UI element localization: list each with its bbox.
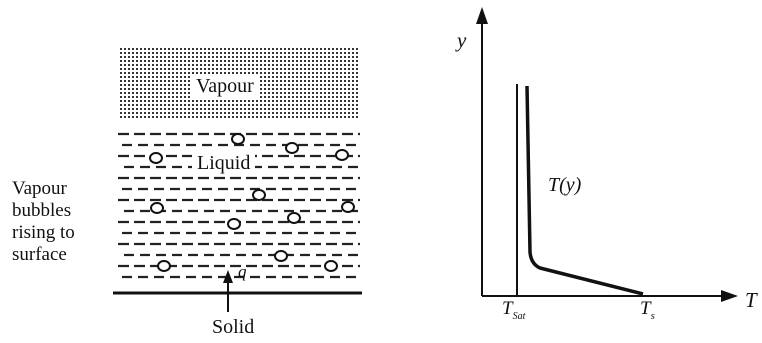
bubble (285, 142, 299, 154)
bubble (341, 201, 355, 213)
x-axis-label: T (745, 288, 757, 312)
bubble (231, 133, 245, 145)
liquid-label: Liquid (192, 152, 256, 175)
tsat-label: TSat (502, 298, 525, 322)
bubble (324, 260, 338, 272)
graph-axes (476, 7, 738, 302)
bubble (335, 149, 349, 161)
y-axis-label: y (457, 28, 467, 52)
bubble (287, 212, 301, 224)
bubbles-rising-label: Vapour bubbles rising to surface (12, 178, 75, 265)
bubble (149, 152, 163, 164)
tsat-subscript: Sat (512, 310, 526, 322)
ts-label: Ts (640, 298, 655, 322)
tsat-main: T (502, 298, 513, 319)
x-axis-arrowhead (721, 290, 738, 302)
ts-subscript: s (650, 309, 655, 322)
heat-flux-label: q (238, 262, 247, 281)
ts-main: T (640, 298, 651, 319)
solid-label: Solid (212, 316, 255, 338)
bubble (274, 250, 288, 262)
bubble (252, 189, 266, 201)
bubble (227, 218, 241, 230)
y-axis-arrowhead (476, 7, 488, 24)
curve-label: T(y) (548, 174, 582, 196)
bubble (157, 260, 171, 272)
temperature-profile-curve (525, 85, 644, 296)
heat-flux-arrow (223, 270, 233, 312)
vapour-label: Vapour (190, 75, 260, 98)
bubble (150, 202, 164, 214)
vapour-bubbles (149, 133, 355, 272)
